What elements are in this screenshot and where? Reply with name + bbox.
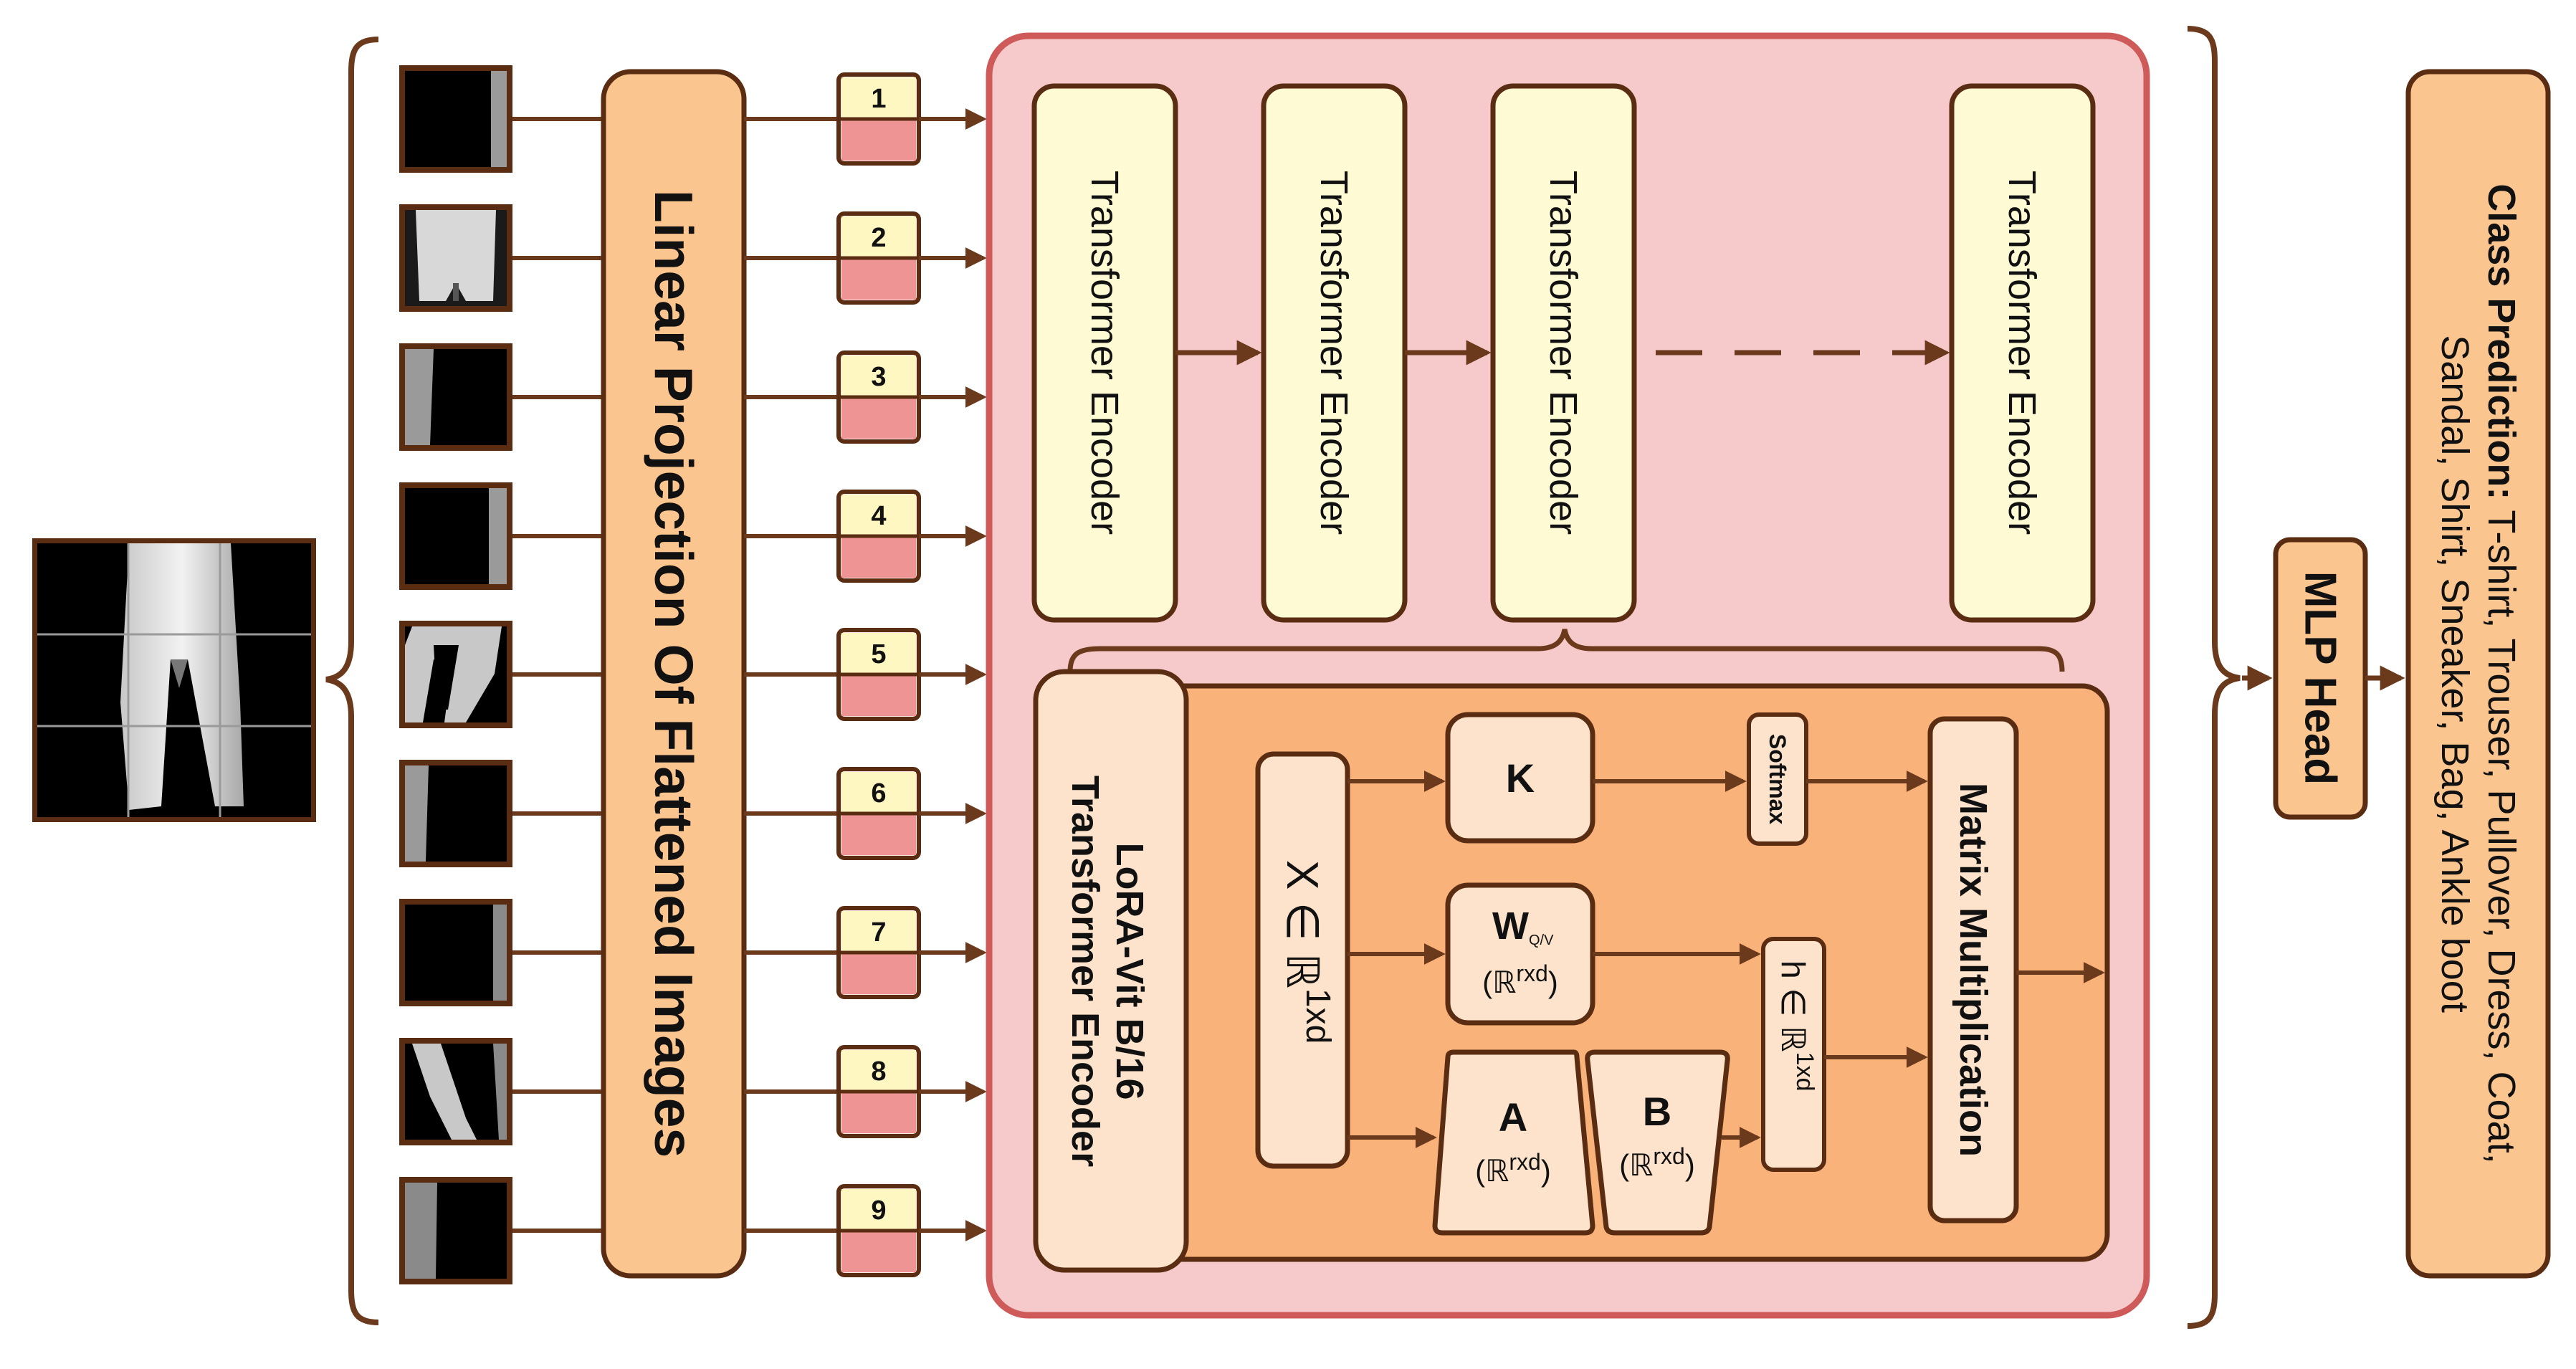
mlp-head-label: MLP Head (2296, 571, 2345, 786)
w-qv-node: WQ/V (ℝrxd) (1445, 882, 1595, 1026)
x-input-node: X ∈ ℝ1xd (1255, 751, 1350, 1169)
patch-6 (399, 760, 512, 867)
encoder-label: Transformer Encoder (1542, 171, 1585, 535)
token-4: 4 (836, 490, 921, 583)
patch-8 (399, 1038, 512, 1145)
k-node: K (1445, 712, 1595, 844)
prediction-title: Class Prediction: (2480, 183, 2523, 500)
patch-9 (399, 1177, 512, 1284)
x-symbol: X ∈ ℝ (1278, 860, 1327, 988)
w-dim-sup: rxd (1516, 960, 1547, 986)
b-dim: (ℝ (1619, 1148, 1653, 1182)
token-label: 6 (871, 778, 886, 808)
patch-2 (399, 204, 512, 312)
b-dim-close: ) (1685, 1148, 1695, 1182)
projection-links (744, 117, 839, 1233)
matmul-label: Matrix Multiplication (1952, 783, 1995, 1157)
encoder-detail-brace (1067, 629, 2065, 672)
patch-3 (399, 343, 512, 451)
prediction-classes-line1: T-shirt, Trouser, Pullover, Dress, Coat, (2480, 500, 2523, 1163)
prediction-classes-line2: Sandal, Shirt, Sneaker, Bag, Ankle boot (2433, 335, 2476, 1013)
token-8: 8 (836, 1045, 921, 1138)
matrix-multiplication-node: Matrix Multiplication (1927, 716, 2019, 1223)
w-subscript: Q/V (1529, 932, 1554, 948)
svg-text:(ℝrxd): (ℝrxd) (1619, 1143, 1695, 1182)
left-brace (325, 37, 379, 1325)
encoder-label: Transformer Encoder (1312, 171, 1355, 535)
k-label: K (1506, 755, 1535, 801)
softmax-label: Softmax (1765, 734, 1790, 824)
token-label: 1 (871, 84, 886, 114)
lora-title-block: LoRA-Vit B/16 Transformer Encoder (1033, 669, 1189, 1273)
w-label: W (1492, 905, 1529, 948)
transformer-encoder-2: Transformer Encoder (1261, 83, 1408, 623)
svg-text:WQ/V: WQ/V (1492, 905, 1554, 948)
patch-4 (399, 482, 512, 590)
token-2: 2 (836, 211, 921, 305)
token-3: 3 (836, 350, 921, 444)
token-9: 9 (836, 1184, 921, 1277)
token-5: 5 (836, 628, 921, 721)
b-node: B (ℝrxd) (1585, 1049, 1730, 1236)
svg-text:X ∈ ℝ1xd: X ∈ ℝ1xd (1278, 860, 1337, 1044)
x-dim-sup: 1xd (1299, 988, 1337, 1044)
svg-text:(ℝrxd): (ℝrxd) (1475, 1149, 1551, 1188)
token-label: 9 (871, 1196, 886, 1226)
svg-text:h ∈ ℝ1xd: h ∈ ℝ1xd (1775, 960, 1818, 1091)
class-prediction-block: Class Prediction: T-shirt, Trouser, Pull… (2405, 69, 2551, 1279)
patch-1 (399, 65, 512, 173)
linear-projection-block: Linear Projection Of Flattened Images (601, 69, 747, 1279)
a-dim: (ℝ (1475, 1154, 1509, 1188)
patch-links (512, 117, 604, 1233)
a-label: A (1499, 1094, 1527, 1140)
a-dim-sup: rxd (1509, 1149, 1540, 1175)
softmax-node: Softmax (1747, 712, 1808, 846)
b-dim-sup: rxd (1653, 1143, 1684, 1169)
svg-text:Class Prediction: T-shirt, Tro: Class Prediction: T-shirt, Trouser, Pull… (2480, 183, 2523, 1163)
input-image (32, 538, 316, 822)
token-7: 7 (836, 906, 921, 999)
token-label: 4 (871, 501, 886, 531)
h-symbol: h ∈ ℝ (1775, 960, 1812, 1052)
encoder-label: Transformer Encoder (1083, 171, 1126, 535)
lora-arrows (1347, 771, 2105, 1148)
h-node: h ∈ ℝ1xd (1761, 937, 1826, 1172)
transformer-encoder-3: Transformer Encoder (1490, 83, 1637, 623)
encoder-label: Transformer Encoder (2000, 171, 2043, 535)
token-label: 2 (871, 223, 886, 253)
transformer-encoder-4: Transformer Encoder (1949, 83, 2096, 623)
a-node: A (ℝrxd) (1432, 1049, 1595, 1236)
token-arrows (919, 108, 987, 1241)
svg-text:(ℝrxd): (ℝrxd) (1482, 960, 1558, 999)
transformer-encoder-1: Transformer Encoder (1031, 83, 1178, 623)
patch-7 (399, 899, 512, 1006)
w-dim-close: ) (1548, 965, 1558, 999)
h-dim-sup: 1xd (1791, 1052, 1818, 1092)
w-dim: (ℝ (1482, 965, 1516, 999)
token-1: 1 (836, 72, 921, 166)
lora-title-line2: Transformer Encoder (1064, 776, 1107, 1167)
token-label: 8 (871, 1056, 886, 1087)
lora-title-line1: LoRA-Vit B/16 (1108, 842, 1151, 1100)
token-6: 6 (836, 767, 921, 860)
right-brace (2187, 26, 2241, 1329)
token-label: 3 (871, 362, 886, 392)
patch-5 (399, 621, 512, 728)
linear-projection-label: Linear Projection Of Flattened Images (644, 190, 704, 1158)
token-label: 7 (871, 917, 886, 948)
a-dim-close: ) (1541, 1154, 1551, 1188)
token-label: 5 (871, 639, 886, 669)
b-label: B (1643, 1089, 1671, 1134)
mlp-head-block: MLP Head (2273, 537, 2368, 820)
